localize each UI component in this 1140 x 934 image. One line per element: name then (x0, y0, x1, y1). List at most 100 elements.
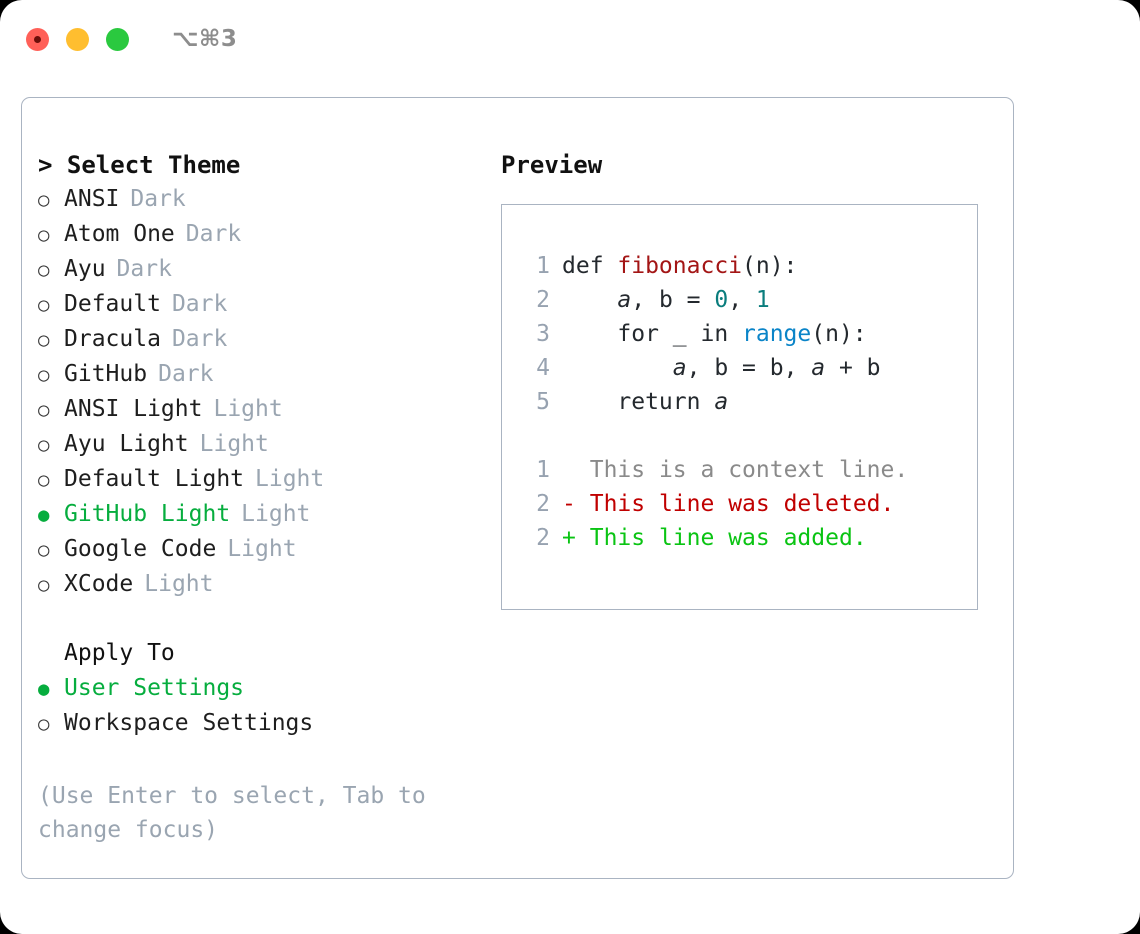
theme-option-label: ANSI (64, 186, 120, 212)
code-token-var: a (672, 355, 687, 381)
line-number: 1 (536, 457, 550, 483)
code-line: 2 a, b = 0, 1 (520, 283, 977, 317)
code-token-plain: b (658, 287, 673, 313)
diff-marker: + (562, 525, 576, 551)
code-token-plain (562, 287, 617, 313)
theme-variant-badge: Dark (185, 221, 242, 247)
diff-gap (576, 487, 590, 521)
theme-variant-badge: Dark (171, 291, 228, 317)
code-line: 3 for _ in range(n): (520, 317, 977, 351)
theme-option-ansi-light[interactable]: ○ ANSI Light Light (38, 392, 488, 427)
diff-gap (576, 453, 590, 487)
theme-option-label: Ayu (64, 256, 106, 282)
theme-option-github-light[interactable]: ● GitHub Light Light (38, 497, 488, 532)
radio-unselected-icon: ○ (38, 259, 50, 281)
close-icon[interactable] (26, 27, 49, 51)
code-token-fn: fibonacci (617, 253, 743, 279)
theme-variant-badge: Light (255, 466, 325, 492)
apply-to-option-user-settings[interactable]: ●User Settings (38, 671, 488, 706)
code-line-text: def fibonacci(n): (562, 249, 797, 283)
theme-option-label: ANSI Light (64, 396, 203, 422)
theme-variant-badge: Light (241, 501, 311, 527)
theme-variant-badge: Dark (171, 326, 228, 352)
diff-line-text: This is a context line. (589, 457, 909, 483)
radio-unselected-icon: ○ (38, 713, 50, 735)
code-token-plain: def (562, 253, 618, 279)
line-number: 2 (536, 287, 550, 313)
apply-to-option-list: ●User Settings ○ Workspace Settings (38, 671, 488, 741)
theme-option-label: Google Code (64, 536, 217, 562)
theme-option-label: GitHub Light (64, 501, 231, 527)
code-token-plain: for _ in (562, 321, 743, 347)
diff-line-added: 2+ This line was added. (520, 521, 977, 555)
apply-to-label: Apply To (64, 640, 175, 666)
apply-to-option-label: Workspace Settings (64, 710, 314, 736)
radio-unselected-icon: ○ (38, 294, 50, 316)
apply-to-option-workspace-settings[interactable]: ○ Workspace Settings (38, 706, 488, 741)
theme-option-label: XCode (64, 571, 134, 597)
radio-unselected-icon: ○ (38, 399, 50, 421)
code-line-text: for _ in range(n): (562, 317, 867, 351)
code-token-plain (562, 355, 673, 381)
theme-variant-badge: Light (144, 571, 214, 597)
maximize-icon[interactable] (106, 27, 129, 51)
theme-variant-badge: Dark (130, 186, 186, 212)
line-number: 4 (536, 355, 550, 381)
minimize-icon[interactable] (66, 27, 89, 51)
keyboard-shortcut-label: ⌥⌘3 (172, 26, 238, 52)
code-token-call: range (742, 321, 812, 347)
code-line: 4 a, b = b, a + b (520, 351, 977, 385)
diff-marker (562, 453, 576, 487)
radio-unselected-icon: ○ (38, 434, 50, 456)
theme-option-ansi[interactable]: ○ ANSI Dark (38, 182, 488, 217)
code-token-plain: , b = b, (686, 355, 812, 381)
theme-variant-badge: Light (199, 431, 269, 457)
line-number: 2 (536, 491, 550, 517)
code-line: 1 def fibonacci(n): (520, 249, 977, 283)
theme-variant-badge: Light (213, 396, 283, 422)
theme-option-label: Dracula (64, 326, 161, 352)
diff-line-context: 1 This is a context line. (520, 453, 977, 487)
line-number: 5 (536, 389, 550, 415)
code-token-num: 0 (714, 287, 729, 313)
code-token-plain: (n): (742, 253, 798, 279)
theme-option-label: GitHub (64, 361, 148, 387)
code-token-plain: return (562, 389, 715, 415)
radio-selected-icon: ● (38, 504, 50, 526)
theme-option-dracula[interactable]: ○ Dracula Dark (38, 322, 488, 357)
radio-unselected-icon: ○ (38, 539, 50, 561)
code-line-text: a, b = 0, 1 (562, 283, 769, 317)
select-theme-heading: > Select Theme (38, 151, 241, 179)
radio-unselected-icon: ○ (38, 469, 50, 491)
line-number: 1 (536, 253, 550, 279)
theme-variant-badge: Dark (158, 361, 214, 387)
line-number: 2 (536, 525, 550, 551)
radio-unselected-icon: ○ (38, 189, 50, 211)
preview-spacer (520, 419, 977, 453)
diff-gap (576, 521, 590, 555)
apply-to-heading: ○ Apply To (38, 636, 488, 671)
keyboard-hint-text: (Use Enter to select, Tab to change focu… (38, 783, 426, 843)
code-token-var: a (617, 287, 632, 313)
radio-unselected-icon: ○ (38, 329, 50, 351)
code-token-plain: (n): (811, 321, 867, 347)
code-line: 5 return a (520, 385, 977, 419)
radio-selected-icon: ● (38, 678, 50, 700)
diff-sample: 1 This is a context line.2- This line wa… (520, 453, 977, 555)
code-token-var: a (811, 355, 826, 381)
diff-line-text: This line was deleted. (589, 491, 895, 517)
